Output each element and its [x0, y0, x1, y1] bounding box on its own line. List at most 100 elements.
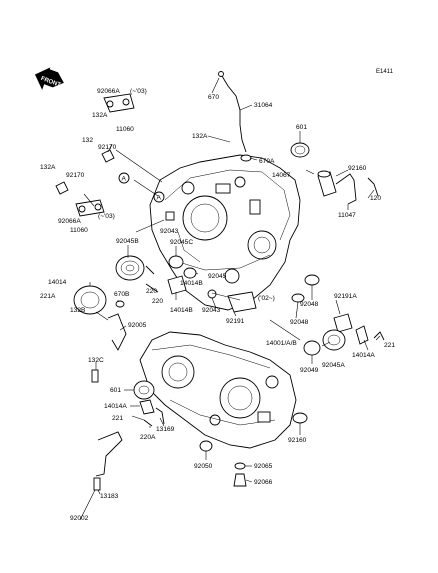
label-92191: 92191 [226, 318, 245, 325]
label-92170-top: 92170 [98, 144, 117, 151]
lower-crankcase [139, 331, 297, 449]
label-92043-top: 92043 [160, 228, 179, 235]
part-labels: 670 31064 92066A (~'03) 132A 11060 132A … [40, 88, 395, 522]
label-11047: 11047 [338, 212, 356, 219]
bolt-221-right [373, 331, 385, 341]
bearing-92045B [115, 255, 145, 281]
gasket-92065 [234, 462, 246, 470]
o-ring-670A [240, 154, 252, 162]
plate-11060-left [75, 199, 105, 217]
label-92170-left: 92170 [66, 172, 85, 179]
clamp-92170-top [101, 149, 115, 163]
washer-92050 [199, 440, 213, 452]
screw-220 [145, 265, 155, 275]
label-92191A: 92191A [334, 293, 357, 300]
svg-text:A: A [122, 176, 127, 183]
label-670A: 670A [259, 158, 275, 165]
label-92066A-left: 92066A [58, 218, 81, 225]
label-221-right: 221 [384, 342, 395, 349]
label-03-left: (~'03) [98, 213, 115, 220]
label-92048-a: 92048 [300, 301, 319, 308]
label-601-top: 601 [296, 124, 307, 131]
label-132A-left: 132A [40, 164, 56, 171]
label-92043-mid: 92043 [202, 307, 221, 314]
label-132: 132 [82, 137, 93, 144]
label-670B: 670B [114, 291, 130, 298]
label-221A: 221A [40, 293, 56, 300]
label-92048-b: 92048 [290, 319, 309, 326]
label-601-bottom: 601 [110, 387, 121, 394]
collar-92160-bottom [292, 412, 308, 424]
label-13169: 13169 [156, 426, 175, 433]
label-92005: 92005 [128, 322, 147, 329]
cover-14014A-left [139, 399, 155, 415]
clamp-92170-left [55, 181, 69, 195]
label-92002: 92002 [70, 515, 89, 522]
label-92050: 92050 [194, 463, 213, 470]
label-132C: 132C [88, 357, 104, 364]
o-ring-670B [115, 300, 125, 308]
leader-lines [79, 77, 381, 521]
oil-seal-601-bottom [133, 380, 155, 400]
label-92045: 92045 [208, 273, 227, 280]
oil-seal-92049 [303, 340, 321, 356]
bolt-92002 [93, 477, 101, 491]
front-arrow-icon: FRONT [34, 67, 64, 90]
label-220-top: 220 [146, 288, 157, 295]
cover-14014A-right [355, 325, 369, 345]
label-92066: 92066 [254, 479, 273, 486]
label-92065: 92065 [254, 463, 273, 470]
bearing-92045A [322, 329, 346, 351]
bracket-92005 [107, 313, 127, 351]
label-132B: 132B [70, 307, 86, 314]
label-92045A: 92045A [322, 362, 345, 369]
label-11060-top: 11060 [116, 126, 134, 133]
label-14014B: 14014B [180, 280, 203, 287]
screw-220-b [145, 283, 159, 293]
screw-220A [143, 419, 153, 427]
label-02: ('02~) [258, 295, 275, 302]
bearing-92045 [183, 267, 197, 279]
bracket-11047 [335, 173, 357, 205]
label-220-bottom: 220 [152, 298, 163, 305]
label-14014A-left: 14014A [104, 403, 127, 410]
label-132A-mid: 132A [192, 133, 208, 140]
label-132A-top: 132A [92, 112, 108, 119]
drain-plug-92066 [233, 473, 247, 487]
label-31064: 31064 [254, 102, 273, 109]
label-14014A-right: 14014A [352, 352, 375, 359]
oil-seal-601-top [290, 142, 310, 158]
ref-a-circle-bottom [153, 191, 165, 203]
label-13183: 13183 [100, 493, 119, 500]
label-92045C: 92045C [170, 239, 193, 246]
plate-11060-top [103, 93, 135, 113]
bolt-120 [367, 177, 379, 197]
part-13169 [155, 407, 165, 425]
bearing-92045C [168, 255, 184, 269]
label-92160-top: 92160 [348, 165, 367, 172]
breather-92191 [227, 291, 257, 313]
label-14014B-bottom: 14014B [170, 307, 193, 314]
label-120: 120 [370, 195, 381, 202]
cover-14014B [167, 275, 187, 295]
label-03-top: (~'03) [130, 88, 147, 95]
clip-670 [218, 71, 224, 77]
bolt-132C [91, 369, 99, 383]
label-92045B: 92045B [116, 238, 139, 245]
collar-92048-a [304, 274, 320, 286]
label-92049: 92049 [300, 367, 319, 374]
lever-13183 [95, 431, 123, 477]
label-11060-left: 11060 [70, 227, 88, 234]
ref-a-circle-top [118, 172, 130, 184]
label-92066A-top: 92066A [97, 88, 120, 95]
label-14001: 14001/A/B [266, 340, 297, 347]
label-670: 670 [208, 94, 219, 101]
breather-92191A [333, 313, 353, 333]
dowel-92043-top [165, 211, 175, 221]
label-14014: 14014 [48, 279, 67, 286]
diagram-code: E1411 [376, 69, 394, 75]
label-220A: 220A [140, 434, 156, 441]
svg-text:A: A [157, 195, 162, 202]
label-92160-bottom: 92160 [288, 437, 307, 444]
